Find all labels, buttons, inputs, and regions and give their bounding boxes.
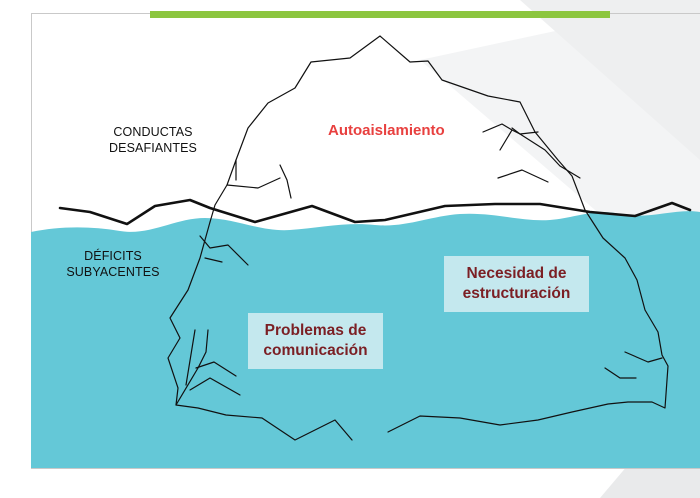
crack-under-1 [199,235,249,266]
communication-box: Problemas de comunicación [248,313,383,369]
below-water-label: DÉFICITS SUBYACENTES [58,248,168,280]
crack-under-7 [624,351,663,363]
crack-under-4 [189,377,241,396]
crack-left-1 [226,177,281,189]
crack-under-8 [604,367,637,379]
below-water-label-line2: SUBYACENTES [66,265,160,279]
crack-under-5 [195,361,237,377]
structure-line1: Necesidad de [466,265,567,282]
above-water-label: CONDUCTAS DESAFIANTES [98,124,208,156]
communication-line1: Problemas de [264,322,367,339]
crack-under-2 [204,257,223,263]
iceberg-base-outline [167,221,353,441]
iceberg-base-right [387,209,669,433]
below-water-label-line1: DÉFICITS [84,249,142,263]
structure-box: Necesidad de estructuración [444,256,589,312]
crack-under-3 [175,329,209,406]
crack-under-6 [185,329,196,386]
crack-right-3 [497,169,549,183]
communication-line2: comunicación [263,342,368,359]
above-water-label-line1: CONDUCTAS [113,125,193,139]
waterline [58,198,692,226]
structure-line2: estructuración [462,285,571,302]
crack-right-4 [511,127,539,135]
tip-label: Autoaislamiento [328,122,445,139]
crack-right-1 [482,123,513,133]
crack-right-2 [499,129,581,179]
above-water-label-line2: DESAFIANTES [109,141,197,155]
crack-left-2 [279,164,292,199]
accent-bar [150,11,610,18]
